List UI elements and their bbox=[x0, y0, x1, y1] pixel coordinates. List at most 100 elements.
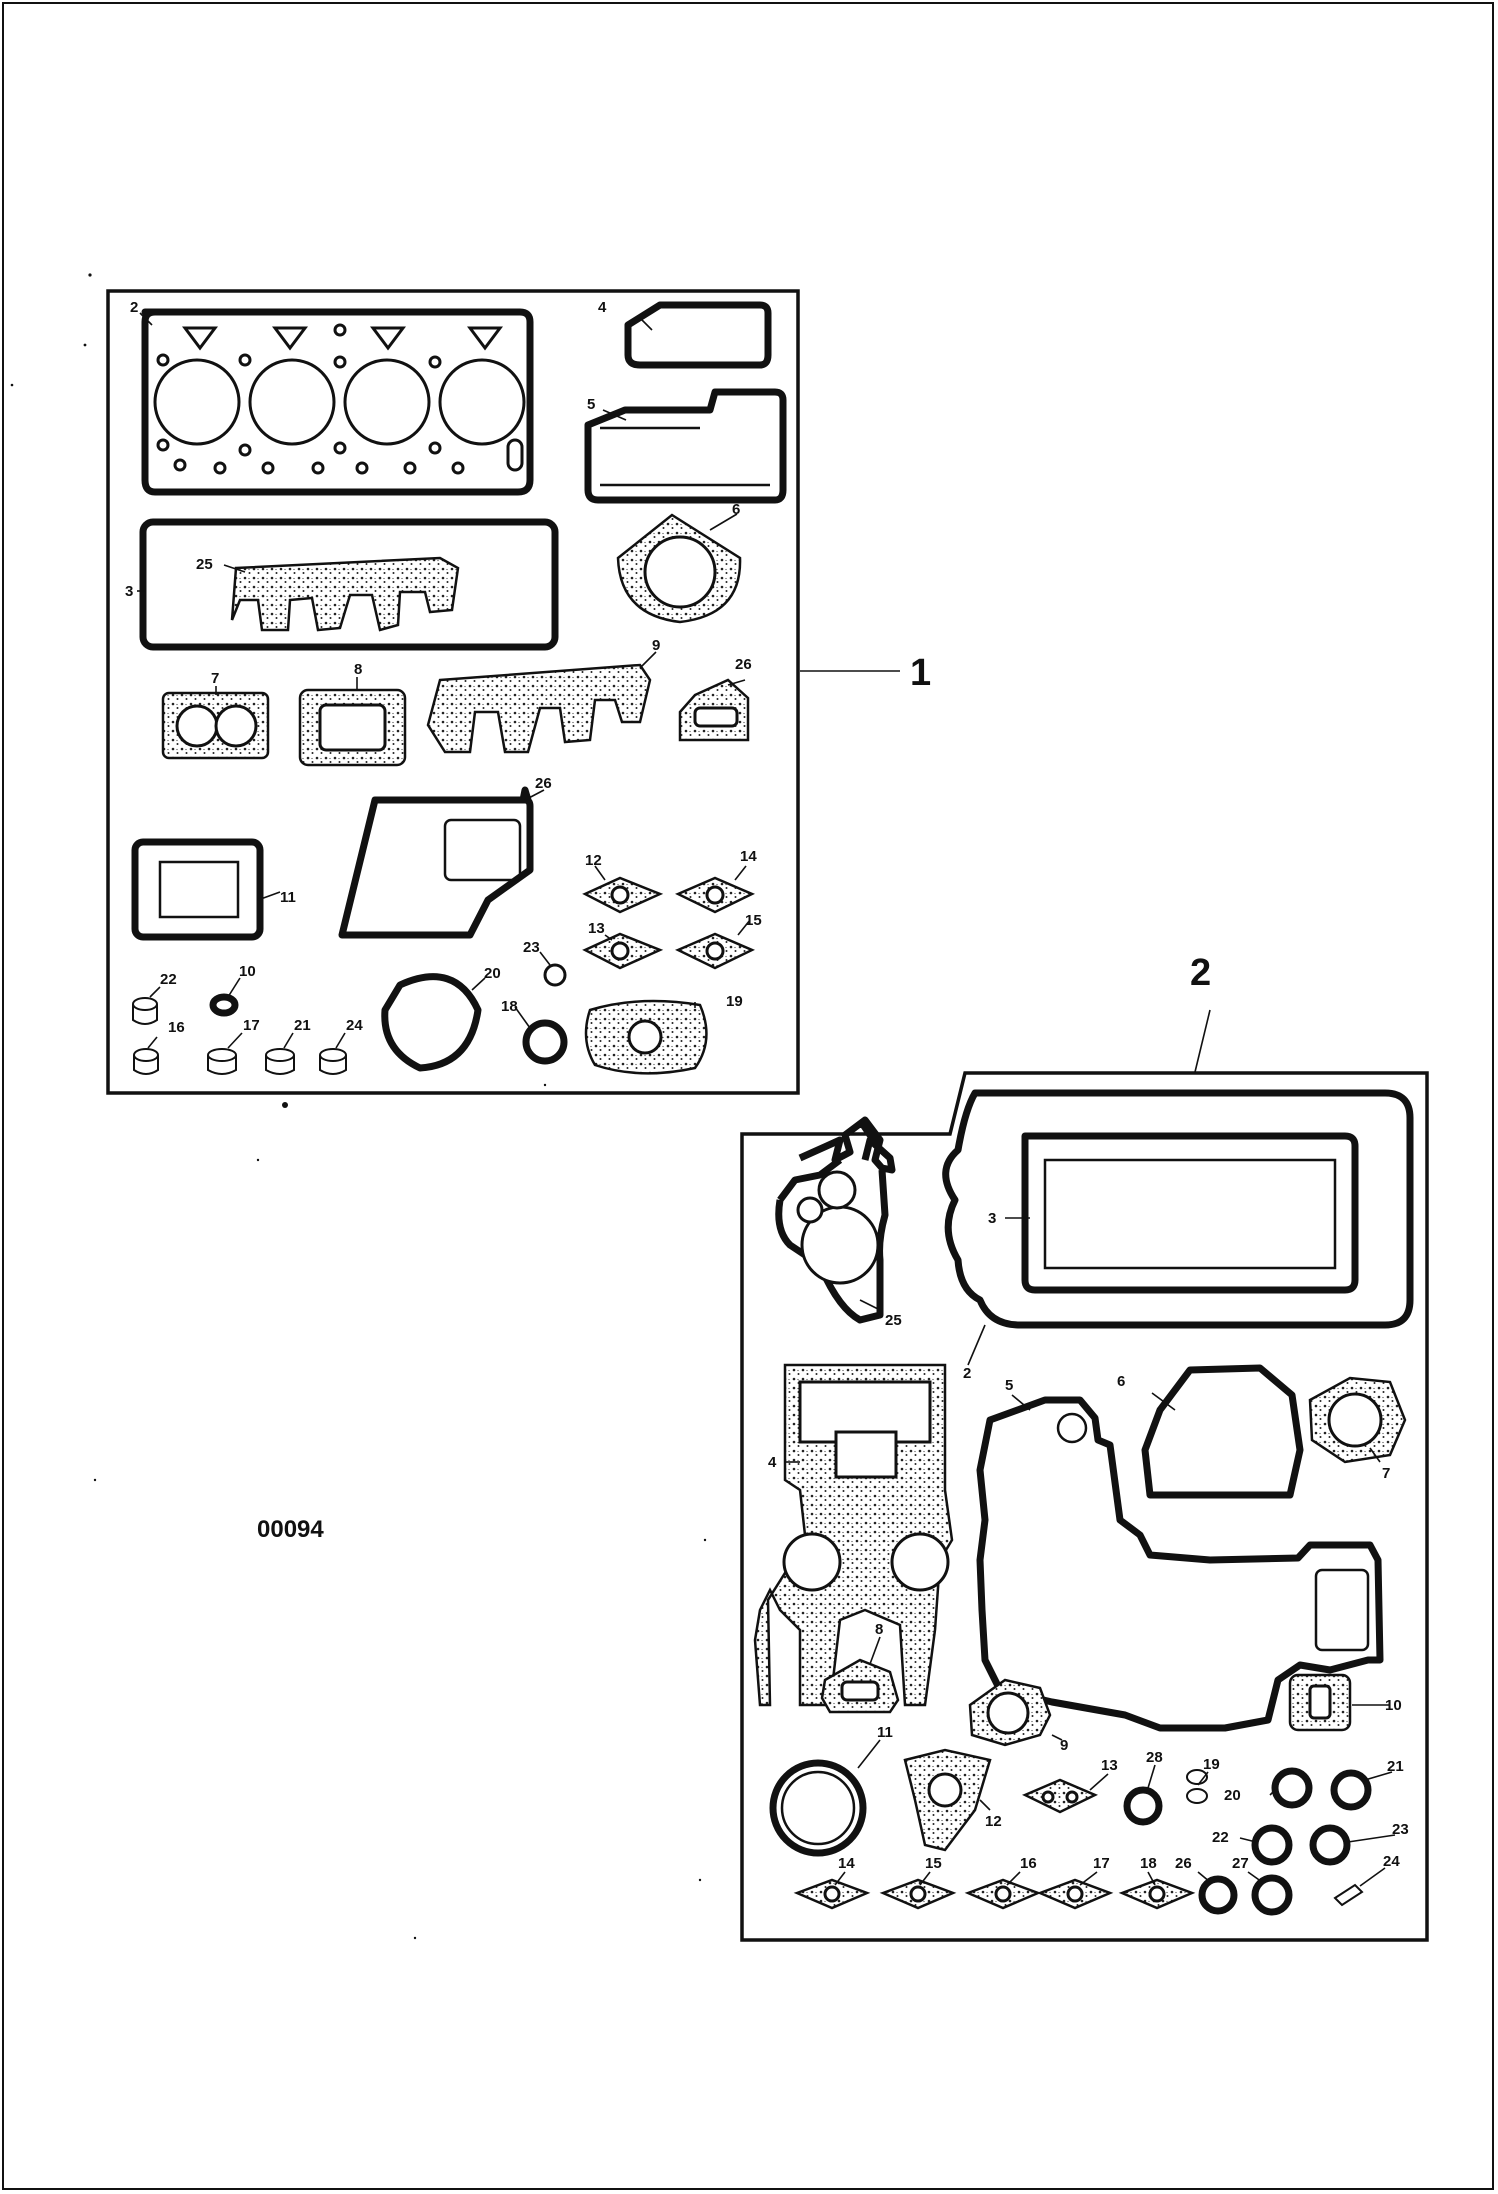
callout: 7 bbox=[1382, 1465, 1390, 1482]
manifold-gasket-25 bbox=[230, 556, 460, 632]
gasket-6 bbox=[616, 513, 742, 624]
kit-2-panel bbox=[740, 1009, 1429, 1942]
callout: 20 bbox=[1224, 1787, 1241, 1804]
figure-code: 00094 bbox=[257, 1516, 324, 1543]
ring-23 bbox=[543, 963, 567, 987]
callout: 23 bbox=[523, 939, 540, 956]
callout: 8 bbox=[354, 661, 362, 678]
gasket-11 bbox=[131, 838, 264, 941]
kit-1-label: 1 bbox=[910, 652, 931, 694]
seal-21 bbox=[1330, 1769, 1372, 1811]
seal-27 bbox=[1251, 1874, 1293, 1916]
callout: 3 bbox=[988, 1210, 996, 1227]
callout: 20 bbox=[484, 965, 501, 982]
seal-23 bbox=[1309, 1824, 1351, 1866]
kit-2-label: 2 bbox=[1190, 952, 1211, 994]
callout: 7 bbox=[211, 670, 219, 687]
seal-21 bbox=[265, 1048, 295, 1075]
callout: 5 bbox=[587, 396, 595, 413]
kit-1-panel bbox=[106, 289, 900, 1095]
callout: 6 bbox=[1117, 1373, 1125, 1390]
callout: 12 bbox=[585, 852, 602, 869]
callout: 11 bbox=[280, 889, 296, 906]
callout: 26 bbox=[735, 656, 752, 673]
seal-11 bbox=[769, 1759, 867, 1857]
seal-10 bbox=[209, 993, 239, 1017]
callout: 19 bbox=[1203, 1756, 1220, 1773]
callout: 18 bbox=[1140, 1855, 1157, 1872]
seal-26 bbox=[1198, 1875, 1238, 1915]
callout: 10 bbox=[239, 963, 256, 980]
callout: 12 bbox=[985, 1813, 1002, 1830]
scan-specks bbox=[10, 273, 707, 1940]
callout: 13 bbox=[588, 920, 605, 937]
callout: 4 bbox=[598, 299, 607, 316]
gasket-12 bbox=[582, 876, 664, 914]
callout: 9 bbox=[1060, 1737, 1068, 1754]
gasket-19 bbox=[584, 999, 708, 1075]
callout: 24 bbox=[1383, 1853, 1400, 1870]
front-plate-gasket-25 bbox=[775, 1116, 896, 1324]
callout: 22 bbox=[160, 971, 177, 988]
callout: 8 bbox=[875, 1621, 883, 1638]
gasket-5 bbox=[584, 388, 787, 504]
gasket-10 bbox=[1288, 1673, 1352, 1732]
gasket-13 bbox=[1021, 1778, 1099, 1814]
callout: 22 bbox=[1212, 1829, 1229, 1846]
gasket-9 bbox=[968, 1678, 1052, 1747]
gasket-14 bbox=[793, 1878, 871, 1910]
callout: 21 bbox=[294, 1017, 311, 1034]
callout: 21 bbox=[1387, 1758, 1404, 1775]
gasket-14 bbox=[675, 876, 755, 914]
gasket-20 bbox=[381, 973, 482, 1072]
callout: 24 bbox=[346, 1017, 363, 1034]
callout: 26 bbox=[535, 775, 552, 792]
seal-24 bbox=[319, 1048, 347, 1075]
gasket-12 bbox=[903, 1748, 992, 1852]
kit-1-callouts: 2 4 5 25 3 6 7 8 9 26 26 11 12 14 13 15 … bbox=[125, 299, 762, 1036]
seal-22 bbox=[132, 997, 158, 1025]
callout: 28 bbox=[1146, 1749, 1163, 1766]
manifold-gasket-9 bbox=[426, 663, 652, 754]
callout: 15 bbox=[925, 1855, 942, 1872]
seal-17 bbox=[207, 1048, 237, 1075]
callout: 17 bbox=[243, 1017, 260, 1034]
gasket-18 bbox=[1118, 1878, 1196, 1910]
ring-19 bbox=[1186, 1769, 1208, 1804]
callout: 2 bbox=[130, 299, 138, 316]
kit-2-leader bbox=[1194, 1009, 1211, 1073]
gasket-17 bbox=[1036, 1878, 1114, 1910]
oil-pan-inner-gasket-3 bbox=[1021, 1132, 1359, 1294]
gasket-13 bbox=[582, 932, 664, 970]
callout: 14 bbox=[740, 848, 757, 865]
callout: 18 bbox=[501, 998, 518, 1015]
pin-24 bbox=[1333, 1883, 1364, 1907]
callout: 14 bbox=[838, 1855, 855, 1872]
cylinder-head-gasket bbox=[141, 308, 534, 496]
callout: 13 bbox=[1101, 1757, 1118, 1774]
callout: 25 bbox=[885, 1312, 902, 1329]
oil-pan-gasket-2 bbox=[942, 1089, 1414, 1329]
callout: 25 bbox=[196, 556, 213, 573]
callout: 27 bbox=[1232, 1855, 1249, 1872]
seal-22 bbox=[1251, 1824, 1293, 1866]
seal-16 bbox=[133, 1048, 159, 1075]
gasket-4 bbox=[624, 301, 772, 369]
gasket-8 bbox=[298, 688, 407, 767]
callout: 3 bbox=[125, 583, 133, 600]
callout: 4 bbox=[768, 1454, 777, 1471]
gasket-7 bbox=[161, 691, 270, 760]
callout: 15 bbox=[745, 912, 762, 929]
callout: 16 bbox=[1020, 1855, 1037, 1872]
gasket-15 bbox=[879, 1878, 957, 1910]
gasket-7 bbox=[1308, 1376, 1407, 1464]
gasket-26-a bbox=[678, 678, 750, 742]
callout: 11 bbox=[877, 1724, 893, 1741]
callout: 9 bbox=[652, 637, 660, 654]
callout: 16 bbox=[168, 1019, 185, 1036]
callout: 19 bbox=[726, 993, 743, 1010]
callout: 5 bbox=[1005, 1377, 1013, 1394]
gasket-15 bbox=[675, 932, 755, 970]
callout: 17 bbox=[1093, 1855, 1110, 1872]
